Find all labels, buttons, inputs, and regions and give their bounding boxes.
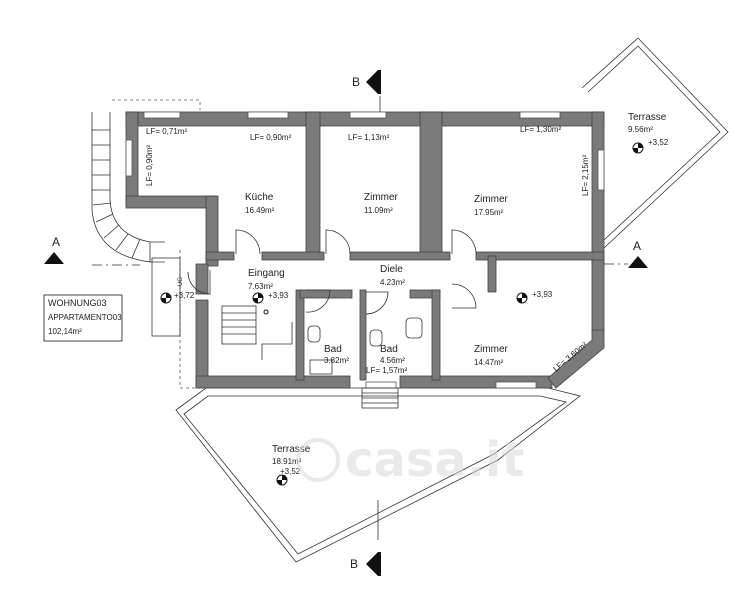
section-lines [92,96,628,540]
room-area-kueche: 16.49m² [245,206,275,215]
room-area-zimmer3: 14.47m² [474,358,504,367]
info-line-2: APPARTAMENTO03 [48,313,122,322]
room-area-zimmer1: 11.09m² [364,206,393,215]
watermark-text: casa.it [345,432,524,488]
terrace-top-outline [581,37,729,249]
info-line-3: 102,14m² [48,327,82,336]
section-marker-a-left: A [44,235,64,264]
lf-zimmer2-top: LF= 1,30m² [520,125,561,134]
section-label-a-right: A [633,239,641,253]
room-name-zimmer1: Zimmer [364,192,399,203]
section-label-a-left: A [52,235,60,249]
lf-kueche-top-left: LF= 0,71m² [146,127,187,136]
room-name-zimmer2: Zimmer [474,194,509,205]
room-name-terrasse-top: Terrasse [628,112,667,123]
lf-zimmer1-top: LF= 1,13m² [348,133,389,142]
lf-kueche-left: LF= 0,90m² [145,145,154,186]
room-area-terrasse-bottom: 18.91m² [272,457,302,466]
room-name-kueche: Küche [245,192,274,203]
room-area-eingang: 7.63m² [248,282,273,291]
spiral-stair [91,112,165,263]
section-label-b-bottom: B [350,557,358,571]
level-text-eingang: +3,93 [268,291,289,300]
level-marker-terrasse-bottom: +3,52 [276,467,301,486]
section-marker-b-top: B [352,70,381,94]
level-marker-zimmer3: +3,93 [516,290,553,304]
level-marker-terrasse-top: +3,52 [632,138,669,154]
entry-stair [221,305,293,360]
room-name-bad2: Bad [380,344,398,355]
watermark: casa.it [296,432,524,488]
lf-bad2-bottom: LF= 1,57m² [366,366,407,375]
room-area-diele: 4.23m² [380,278,405,287]
entry-ramp [151,257,399,409]
sanitary-fixtures [307,317,423,375]
level-marker-entry: +3,72 UG [160,277,195,304]
level-text-entry: +3,72 [174,291,195,300]
balcony-outline [112,99,201,110]
room-name-diele: Diele [380,264,403,275]
info-line-1: WOHNUNG03 [48,298,107,308]
room-name-zimmer3: Zimmer [474,344,509,355]
level-text-zimmer3: +3,93 [532,290,553,299]
lf-zimmer2-right: LF= 2,15m² [581,155,590,196]
room-area-bad1: 3.82m² [324,356,349,365]
doors [187,229,477,315]
level-text-terrasse-top: +3,52 [648,138,669,147]
section-label-b-top: B [352,75,360,89]
windows [125,111,605,389]
walls [125,111,605,389]
level-marker-eingang: +3,93 [252,291,289,315]
room-area-terrasse-top: 9.56m² [628,125,653,134]
lf-kueche-top-right: LF= 0,90m² [250,133,291,142]
level-markers: +3,52 +3,93 +3,72 UG +3,93 +3,52 [160,138,669,486]
room-labels: Küche 16.49m² Zimmer 11.09m² Zimmer 17.9… [245,112,667,466]
room-name-terrasse-bottom: Terrasse [272,444,311,455]
room-area-zimmer2: 17.95m² [474,208,504,217]
section-marker-a-right: A [628,239,648,268]
room-name-eingang: Eingang [248,268,285,279]
section-marker-b-bottom: B [350,552,381,576]
apartment-info-box: WOHNUNG03 APPARTAMENTO03 102,14m² [43,294,123,342]
room-area-bad2: 4.56m² [380,356,405,365]
room-name-bad1: Bad [324,344,342,355]
level-text-terrasse-bottom: +3,52 [280,467,301,476]
stair-note: UG [178,277,184,286]
